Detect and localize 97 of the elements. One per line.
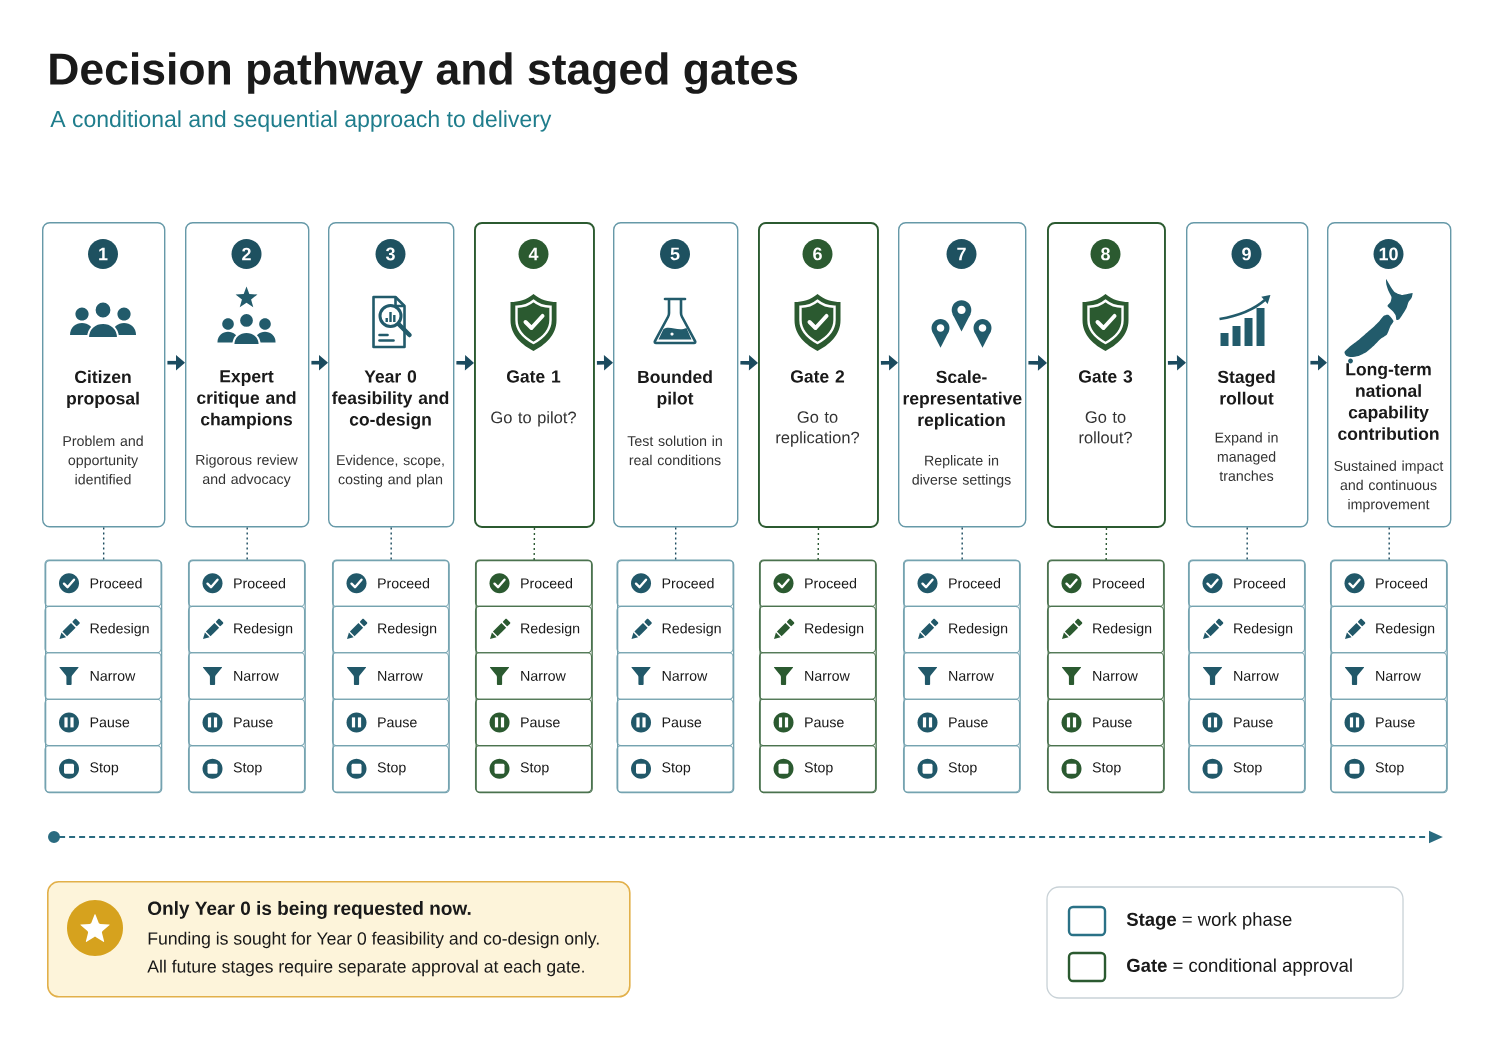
number-badge: 4 (518, 239, 549, 269)
option-cell: Pause (187, 698, 306, 747)
option-cell: Narrow (331, 652, 450, 700)
card-text: Replicate in diverse settings (912, 455, 1011, 488)
card-text: Problem and opportunity identified (63, 435, 143, 485)
note-heading: Only Year 0 is being requested now. (148, 901, 471, 919)
dotted-connector (390, 526, 392, 561)
number-badge: 9 (1231, 239, 1262, 269)
card-title: Gate 1 (507, 370, 561, 383)
card-text: Go to pilot? (491, 411, 576, 427)
option-cell: Stop (1046, 745, 1165, 793)
option-cell: Redesign (474, 605, 593, 654)
dotted-connector (102, 526, 105, 561)
dotted-connector (1388, 526, 1390, 561)
option-cell: Pause (758, 698, 877, 747)
number-badge: 5 (660, 239, 690, 269)
card-text: Evidence, scope, costing and plan (337, 454, 444, 488)
option-cell: Stop (616, 745, 734, 793)
card-text: Expand in managed tranches (1215, 432, 1278, 481)
card-title: Citizen proposal (67, 370, 139, 409)
card-title: Expert critique and champions (197, 370, 296, 429)
dotted-connector (1105, 527, 1108, 561)
card-title: Staged rollout (1217, 370, 1275, 405)
option-cell: Stop (331, 745, 450, 793)
option-cell: Pause (331, 698, 450, 747)
option-cell: Pause (44, 698, 162, 747)
option-cell: Narrow (1329, 652, 1448, 700)
card-text: Go to replication? (776, 411, 860, 447)
legend-text: Stage = work phase (1126, 912, 1292, 930)
note-text: All future stages require separate approval at each gate. (147, 959, 584, 977)
option-cell: Narrow (758, 652, 877, 700)
option-cell: Stop (1329, 745, 1448, 793)
option-cell: Redesign (44, 605, 162, 654)
option-cell: Proceed (758, 559, 877, 607)
diagram-title: Decision pathway and staged gates (50, 52, 798, 94)
dotted-connector (1246, 526, 1248, 561)
option-cell: Redesign (758, 605, 877, 654)
option-cell: Proceed (616, 559, 734, 607)
option-cell: Proceed (331, 559, 450, 607)
card-title: Scale-representative replication (903, 370, 1022, 430)
option-cell: Stop (187, 745, 306, 793)
card-text: Test solution in real conditions (627, 435, 722, 466)
option-cell: Pause (616, 698, 734, 747)
option-cell: Narrow (902, 652, 1021, 700)
option-cell: Stop (44, 745, 162, 793)
number-badge: 6 (802, 239, 833, 269)
option-cell: Redesign (1187, 605, 1306, 654)
card-text: Sustained impact and continuous improvement (1334, 460, 1444, 513)
card-title: Long-term national capability contribution (1338, 363, 1439, 440)
dotted-connector (961, 526, 963, 561)
option-cell: Redesign (1046, 605, 1165, 654)
number-badge: 8 (1090, 239, 1121, 269)
option-cell: Redesign (616, 605, 734, 654)
legend-text: Gate = conditional approval (1127, 958, 1352, 976)
option-cell: Pause (1329, 698, 1448, 747)
card-title: Gate 2 (791, 370, 845, 383)
option-cell: Stop (474, 745, 593, 793)
option-cell: Narrow (44, 652, 162, 700)
option-cell: Proceed (1187, 559, 1306, 607)
note-text: Funding is sought for Year 0 feasibility and co-design only. (148, 931, 599, 949)
option-cell: Stop (758, 745, 877, 793)
option-cell: Proceed (44, 559, 162, 607)
dotted-connector (817, 527, 820, 561)
option-cell: Stop (902, 745, 1021, 793)
option-cell: Redesign (902, 605, 1021, 654)
card-title: Bounded pilot (638, 370, 712, 409)
option-cell: Stop (1187, 745, 1306, 793)
subtitle: A conditional and sequential approach to delivery (50, 110, 552, 132)
option-cell: Narrow (1187, 652, 1306, 700)
dotted-connector (246, 526, 248, 561)
option-cell: Proceed (187, 559, 306, 607)
number-badge: 2 (231, 239, 262, 269)
card-title: Gate 3 (1079, 370, 1133, 383)
dotted-connector (533, 527, 536, 561)
card-text: Rigorous review and advocacy (196, 454, 298, 487)
number-badge: 10 (1373, 239, 1404, 269)
option-cell: Redesign (187, 605, 306, 654)
option-cell: Proceed (1046, 559, 1165, 607)
number-badge: 3 (375, 239, 406, 269)
card-text: Go to rollout? (1079, 411, 1132, 444)
option-cell: Narrow (187, 652, 306, 700)
card-title: Year 0 feasibility and co-design (331, 370, 449, 430)
option-cell: Redesign (331, 605, 450, 654)
number-badge: 7 (946, 239, 977, 269)
option-cell: Narrow (1046, 652, 1165, 700)
option-cell: Narrow (616, 652, 734, 700)
option-cell: Pause (1187, 698, 1306, 747)
option-cell: Proceed (1329, 559, 1448, 607)
option-cell: Pause (474, 698, 593, 747)
option-cell: Proceed (902, 559, 1021, 607)
dotted-connector (674, 526, 677, 561)
option-cell: Proceed (474, 559, 593, 607)
option-cell: Redesign (1329, 605, 1448, 654)
number-badge: 1 (88, 239, 118, 269)
option-cell: Pause (902, 698, 1021, 747)
option-cell: Pause (1046, 698, 1165, 747)
option-cell: Narrow (474, 652, 593, 700)
